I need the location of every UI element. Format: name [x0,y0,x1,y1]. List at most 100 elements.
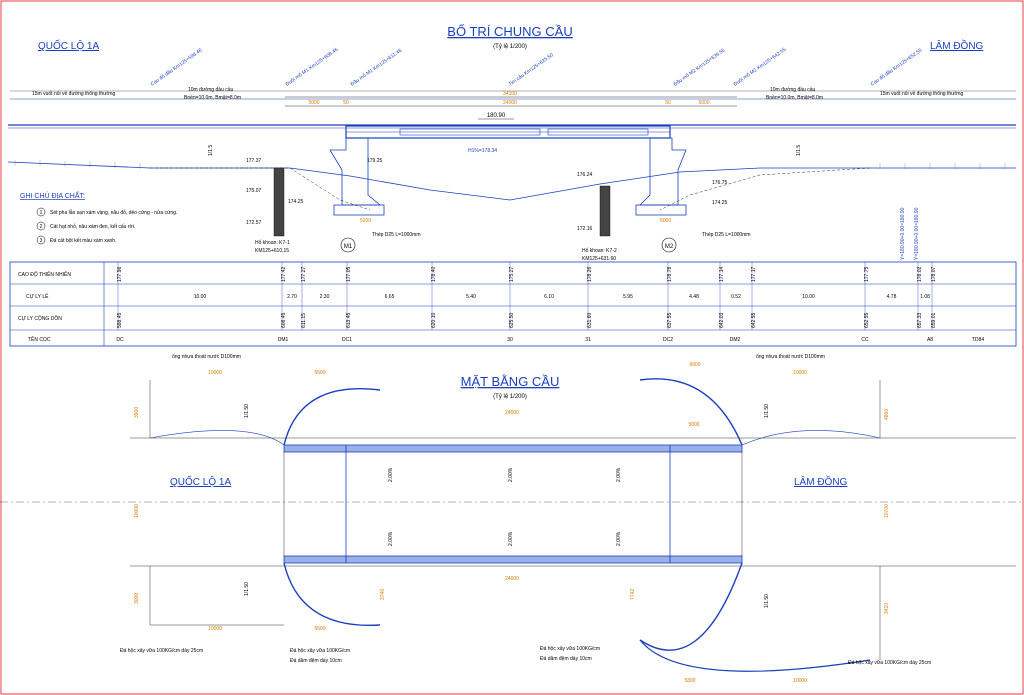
table-name-cell: DC2 [663,337,673,343]
svg-text:Đá hộc xây vữa 100KG/cm: Đá hộc xây vữa 100KG/cm [290,648,350,654]
svg-text:2.00%: 2.00% [388,531,394,546]
svg-text:Đuôi mố M1 Km125+608.46: Đuôi mố M1 Km125+608.46 [285,47,340,88]
table-name-cell: DM1 [278,337,289,343]
svg-text:6600: 6600 [689,362,700,368]
table-elev-cell: 178.07 [931,266,937,282]
table-elev-cell: 175.27 [509,266,515,282]
table-elev-cell: 177.27 [301,266,307,282]
svg-text:174.25: 174.25 [288,199,304,205]
table-elev-cell: 177.96 [117,266,123,282]
drain-left-label: ống nhựa thoát nước D100mm [172,354,241,360]
table-elev-cell: 178.02 [917,266,923,282]
table-elev-cell: 178.26 [587,266,593,282]
svg-text:2.00%: 2.00% [388,467,394,482]
dim-top-length: 34100 [503,91,517,97]
plan-right-road: LÂM ĐỒNG [794,475,848,488]
svg-text:1/1.50: 1/1.50 [764,404,770,418]
note-masonry-left: Đá hộc xây vữa 100KG/cm dày 25cm [120,648,203,654]
approach-right-label: 15m vuốt nối về đường thông thường [880,91,964,97]
svg-text:2: 2 [40,224,43,230]
table-elev-cell: 178.40 [431,266,437,282]
svg-text:Cao độ đầu Km125+598.46: Cao độ đầu Km125+598.46 [150,47,204,87]
svg-text:10000: 10000 [208,626,222,632]
elevation-right-road: LÂM ĐỒNG [930,39,984,52]
svg-text:5500: 5500 [314,370,325,376]
table-name-cell: CC [861,337,869,343]
approach-left-label: 15m vuốt nối về đường thông thường [32,91,116,97]
svg-text:5000: 5000 [660,218,671,224]
bridge-head-left: 10m đường đầu cầu [188,87,233,93]
svg-text:10700: 10700 [884,504,890,518]
wingwall-bottom-left [283,562,381,627]
svg-text:3: 3 [40,238,43,244]
table-name-cell: 31 [585,337,591,343]
svg-text:5800: 5800 [684,678,695,684]
table-name-cell: 30 [507,337,513,343]
svg-text:GHI CHÚ ĐỊA CHẤT:: GHI CHÚ ĐỊA CHẤT: [20,190,85,200]
svg-text:24000: 24000 [505,576,519,582]
table-cum-cell: 613.45 [346,312,352,328]
svg-text:2.00%: 2.00% [508,531,514,546]
abutment-m1-tag [340,237,356,253]
table-name-cell: A8 [927,337,933,343]
drain-right-label: ống nhựa thoát nước D100mm [756,354,825,360]
svg-text:3000: 3000 [134,593,140,604]
svg-text:M2: M2 [665,244,674,250]
table-dist-cell: 6.10 [544,294,554,300]
table-dist-cell: 6.65 [385,294,395,300]
ground-hatch [14,160,1006,169]
svg-text:5000: 5000 [688,422,699,428]
svg-text:174.25: 174.25 [712,200,728,206]
svg-text:Sét pha lẫn sạn xám vàng, nâu: Sét pha lẫn sạn xám vàng, nâu đỏ, dẻo cứ… [50,209,177,216]
borehole-right-km: KM125+631.60 [582,256,616,262]
table-cum-cell: 620.10 [431,312,437,328]
svg-text:176.75: 176.75 [712,180,728,186]
svg-text:Đá cát bột kết màu xám xanh.: Đá cát bột kết màu xám xanh. [50,238,116,244]
svg-text:3740: 3740 [380,589,386,600]
svg-text:Cát hạt nhỏ, nâu xám đen, kết: Cát hạt nhỏ, nâu xám đen, kết cấu rời. [50,223,135,230]
svg-text:7742: 7742 [630,589,636,600]
table-dist-cell: 2.30 [320,294,330,300]
svg-text:Đầu mố M2 Km125+639.55: Đầu mố M2 Km125+639.55 [673,47,727,87]
svg-text:Y=180.90+0.00=180.90: Y=180.90+0.00=180.90 [900,207,906,260]
table-dist-cell: 2.70 [287,294,297,300]
svg-text:1: 1 [40,210,43,216]
table-elev-cell: 177.14 [719,266,725,282]
plan-left-road: QUỐC LỘ 1A [170,474,231,488]
ground-profile [7,161,1016,201]
table-cum-cell: 611.15 [301,313,307,328]
borehole-left [273,167,285,237]
borehole-left-km: KM125+610.15 [255,248,289,254]
table-dist-cell: 5.40 [466,294,476,300]
svg-text:3900: 3900 [134,407,140,418]
svg-text:1/1.50: 1/1.50 [244,404,250,418]
table-name-cell: DC [116,337,124,343]
svg-text:Đá dăm đệm dày 10cm: Đá dăm đệm dày 10cm [540,656,592,662]
table-cum-cell: 652.55 [864,312,870,328]
svg-text:2.00%: 2.00% [616,467,622,482]
borehole-right-name: Hố khoan: K7-2 [582,248,617,254]
svg-text:50: 50 [343,100,349,106]
elevation-title: BỐ TRÍ CHUNG CẦU [447,24,572,39]
table-cum-cell: 608.45 [281,312,287,328]
table-cum-cell: 642.03 [719,312,725,328]
svg-text:24000: 24000 [505,410,519,416]
svg-text:175.07: 175.07 [246,188,262,194]
wingwall-bottom-right [639,562,743,651]
svg-text:3410: 3410 [884,603,890,614]
svg-text:CAO ĐỘ THIÊN NHIÊN: CAO ĐỘ THIÊN NHIÊN [18,270,71,278]
width-left: Bnền=10.0m, Bmặt=8.0m [184,95,241,101]
table-name-cell: TD84 [972,337,984,343]
svg-text:177.37: 177.37 [246,158,262,164]
deck-slope-marks: 2.00% 2.00% 2.00% 2.00% 2.00% 2.00% [388,467,622,546]
svg-text:1/1.50: 1/1.50 [244,582,250,596]
svg-text:4860: 4860 [884,409,890,420]
table-name-cell: DM2 [730,337,741,343]
table-elev-cell: 177.17 [751,266,757,282]
svg-text:TÊN CỌC: TÊN CỌC [28,335,51,343]
svg-text:Y=180.90+0.00=180.90: Y=180.90+0.00=180.90 [914,207,920,260]
plan-railing-top [283,444,743,453]
table-elev-cell: 177.42 [281,266,287,282]
